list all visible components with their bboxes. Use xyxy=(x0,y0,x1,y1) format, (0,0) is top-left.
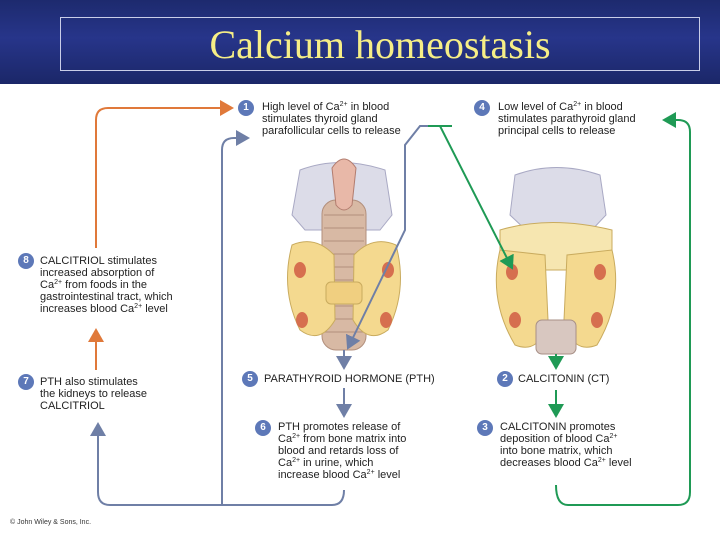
thyroid-back-illustration xyxy=(496,168,615,355)
step-4-text: Low level of Ca2+ in blood stimulates pa… xyxy=(498,101,636,137)
arrow-feedback-1 xyxy=(222,138,248,505)
step-7-text: PTH also stimulates the kidneys to relea… xyxy=(40,376,147,412)
step-8-badge: 8 xyxy=(18,253,34,269)
step-7-badge: 7 xyxy=(18,374,34,390)
step-5-badge: 5 xyxy=(242,371,258,387)
step-2-badge: 2 xyxy=(497,371,513,387)
copyright-credit: © John Wiley & Sons, Inc. xyxy=(10,519,91,526)
thyroid-front-illustration xyxy=(288,159,401,350)
step-8-text: CALCITRIOL stimulates increased absorpti… xyxy=(40,255,173,315)
step-1-text: High level of Ca2+ in blood stimulates t… xyxy=(262,101,401,137)
step-6-badge: 6 xyxy=(255,420,271,436)
step-6-text: PTH promotes release of Ca2+ from bone m… xyxy=(278,421,406,481)
step-3-text: CALCITONIN promotes deposition of blood … xyxy=(500,421,632,469)
step-2-text: CALCITONIN (CT) xyxy=(518,373,609,385)
step-5-text: PARATHYROID HORMONE (PTH) xyxy=(264,373,435,385)
arrow-8-to-1 xyxy=(96,108,232,248)
step-3-badge: 3 xyxy=(477,420,493,436)
step-4-badge: 4 xyxy=(474,100,490,116)
arrow-1-to-2 xyxy=(428,126,512,268)
step-1-badge: 1 xyxy=(238,100,254,116)
